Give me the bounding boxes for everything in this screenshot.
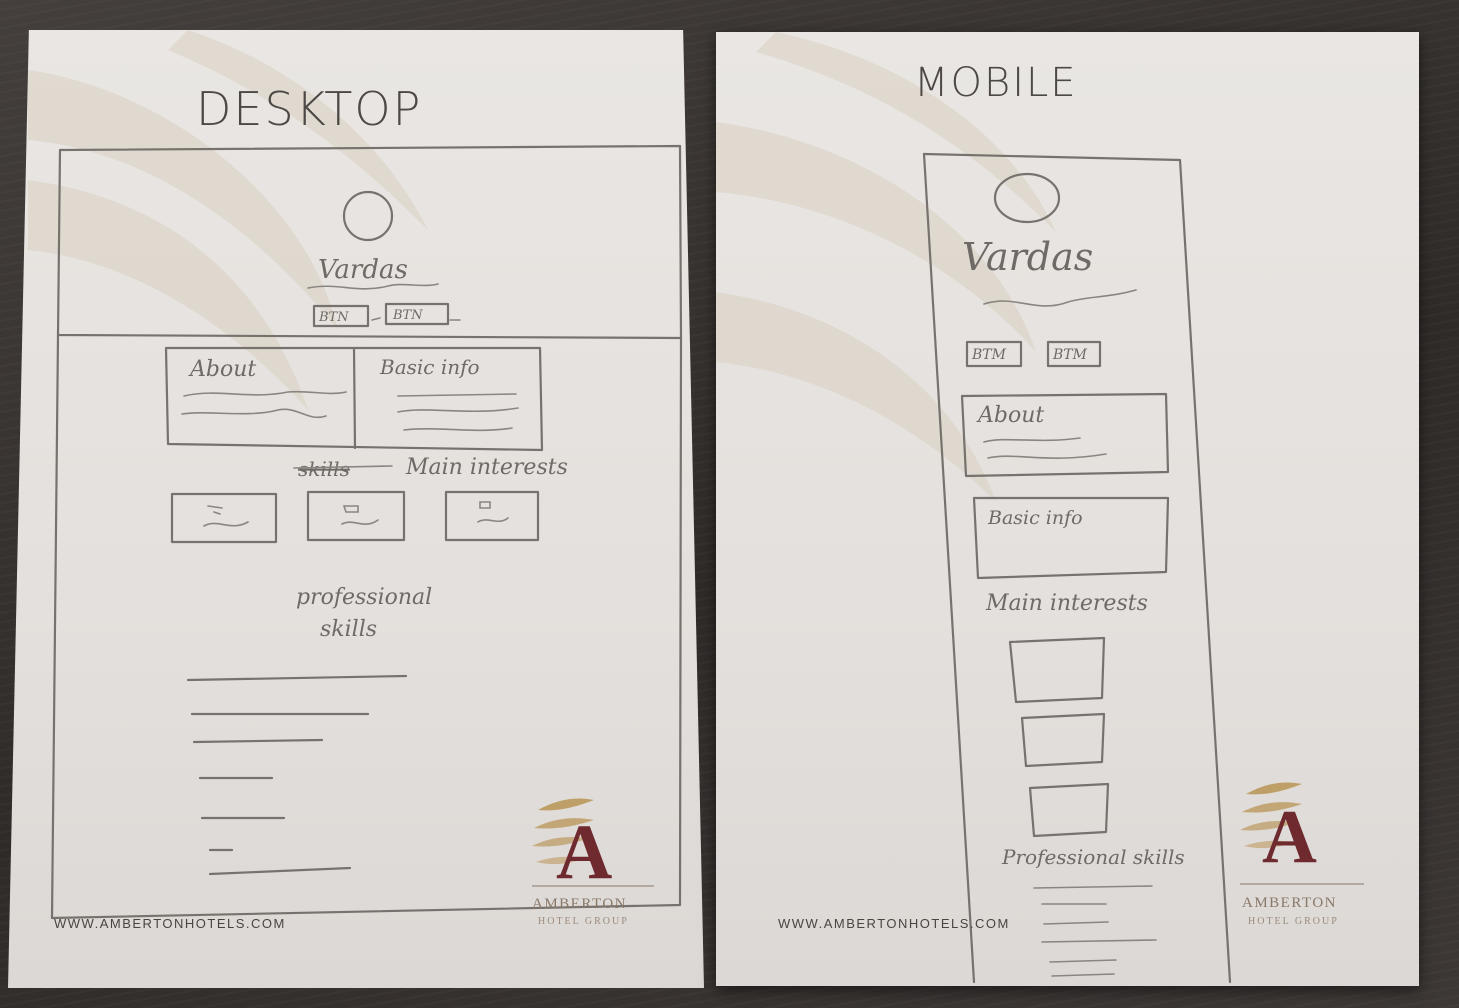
desktop-interest-card-1 <box>170 492 278 544</box>
desktop-interest-card-3 <box>444 490 540 542</box>
desktop-brand-sub: HOTEL GROUP <box>538 916 629 927</box>
desktop-struck-skills: skills <box>298 457 350 481</box>
desktop-btn-1 <box>312 304 370 328</box>
mobile-skill-lines <box>1033 885 1157 977</box>
mobile-about-label: About <box>976 403 1044 428</box>
mobile-main-interests: Main interests <box>985 591 1148 616</box>
desktop-professional-line1: professional <box>296 585 432 610</box>
desktop-avatar-circle <box>342 190 394 242</box>
desktop-about-label: About <box>188 357 256 382</box>
desktop-skill-lines <box>186 674 408 876</box>
mobile-sketch-drawing: MOBILE Vardas BTM BTM About Basic info M… <box>716 32 1364 984</box>
desktop-professional-line2: skills <box>320 617 377 642</box>
mobile-footer-url: WWW.AMBERTONHOTELS.COM <box>778 916 1010 931</box>
mobile-sketch-sheet: MOBILE Vardas BTM BTM About Basic info M… <box>716 32 1419 986</box>
desktop-name: Vardas <box>318 255 408 285</box>
desktop-interest-card-2 <box>306 490 406 542</box>
mobile-brand-name: AMBERTON <box>1242 895 1337 911</box>
desktop-footer-url: WWW.AMBERTONHOTELS.COM <box>54 916 286 931</box>
desktop-brand-name: AMBERTON <box>532 896 627 912</box>
mobile-title: MOBILE <box>914 60 1078 106</box>
mobile-interest-card-3 <box>1028 782 1110 838</box>
mobile-interest-card-1 <box>1008 636 1106 704</box>
mobile-brand-letter: A <box>1262 795 1317 879</box>
mobile-basic-info-label: Basic info <box>987 507 1083 529</box>
mobile-about-box <box>960 392 1170 478</box>
desktop-btn-2 <box>384 302 450 326</box>
mobile-brand-logo: A AMBERTON HOTEL GROUP <box>1240 782 1364 927</box>
desktop-btn-1-label: BTN <box>318 310 349 325</box>
desktop-basic-info-label: Basic info <box>379 355 480 379</box>
mobile-btn-1-label: BTM <box>971 347 1007 363</box>
mobile-btn-2 <box>1046 340 1102 368</box>
desktop-title: DESKTOP <box>196 82 422 136</box>
desktop-btn-2-label: BTN <box>392 308 423 323</box>
desktop-brand-letter: A <box>556 808 612 895</box>
desktop-sketch-drawing: DESKTOP Vardas BTN BTN About Basic info … <box>28 30 683 927</box>
mobile-btn-1 <box>965 340 1023 368</box>
mobile-brand-sub: HOTEL GROUP <box>1248 916 1339 927</box>
mobile-name: Vardas <box>962 235 1093 279</box>
mobile-basic-info-box <box>972 496 1170 580</box>
desktop-sketch-sheet: DESKTOP Vardas BTN BTN About Basic info … <box>8 30 704 988</box>
desktop-main-interests: Main interests <box>405 455 568 480</box>
mobile-btn-2-label: BTM <box>1052 347 1088 363</box>
mobile-professional-skills: Professional skills <box>1001 845 1185 869</box>
desktop-brand-logo: A AMBERTON HOTEL GROUP <box>532 798 654 927</box>
mobile-avatar-circle <box>993 172 1061 224</box>
mobile-interest-card-2 <box>1020 712 1106 768</box>
